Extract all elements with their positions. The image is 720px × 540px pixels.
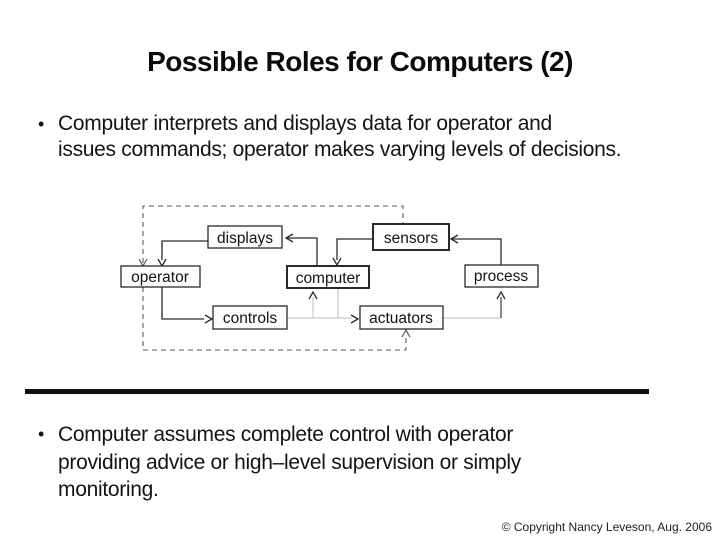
- box-operator: operator: [120, 265, 201, 288]
- arrowhead-into-sensors: [449, 234, 459, 244]
- box-computer: computer: [286, 265, 370, 289]
- box-label-process: process: [474, 268, 529, 285]
- copyright-footer: © Copyright Nancy Leveson, Aug. 2006: [501, 520, 712, 534]
- box-label-operator: operator: [131, 269, 189, 286]
- line-sensors-to-computer: [336, 238, 373, 260]
- box-label-controls: controls: [223, 310, 278, 327]
- bullet-marker: •: [38, 424, 45, 444]
- line-process-to-sensors: [452, 238, 502, 265]
- arrowhead-into-computer-bottom: [308, 290, 318, 300]
- box-displays: displays: [207, 225, 283, 249]
- box-label-computer: computer: [296, 270, 361, 287]
- bullet-item-2: • Computer assumes complete control with…: [38, 421, 521, 504]
- bullet-text-1: Computer interprets and displays data fo…: [58, 112, 622, 161]
- dashed-path-operator-to-actuators: [142, 287, 407, 351]
- line-computer-to-displays: [287, 237, 318, 266]
- bullet-item-1: • Computer interprets and displays data …: [38, 111, 622, 163]
- arrowhead-into-process-bottom: [496, 290, 506, 300]
- box-sensors: sensors: [372, 223, 450, 251]
- arrowhead-into-displays: [284, 233, 294, 243]
- section-divider: [25, 389, 649, 394]
- bullet-marker: •: [38, 114, 45, 134]
- box-label-displays: displays: [217, 230, 273, 247]
- arrowhead-into-actuators-left: [350, 314, 360, 324]
- box-actuators: actuators: [359, 305, 444, 330]
- page-title: Possible Roles for Computers (2): [147, 46, 573, 77]
- box-controls: controls: [212, 305, 288, 330]
- dashed-arrowhead-into-actuators: [401, 328, 411, 338]
- box-process: process: [464, 264, 539, 288]
- arrowhead-into-operator-top: [157, 258, 167, 268]
- arrowhead-into-controls: [204, 314, 214, 324]
- box-label-actuators: actuators: [369, 310, 433, 327]
- line-displays-to-operator: [161, 240, 208, 260]
- control-loop-diagram: displays sensors operator computer proce…: [120, 205, 539, 351]
- bullet-text-2: Computer assumes complete control with o…: [58, 423, 521, 501]
- dashed-path-sensors-to-operator: [142, 205, 404, 263]
- line-operator-to-controls: [161, 287, 204, 320]
- box-label-sensors: sensors: [384, 230, 439, 247]
